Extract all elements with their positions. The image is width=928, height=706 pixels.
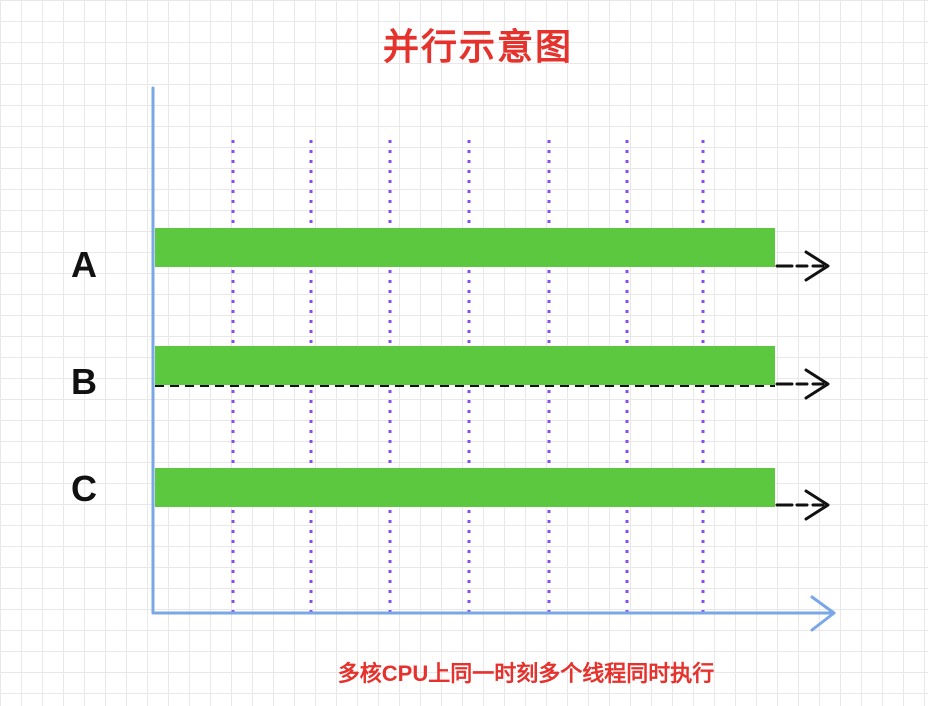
row-label-b: B: [71, 361, 97, 402]
thread-bar-a: [155, 228, 775, 267]
arrow-a-icon: [775, 250, 830, 282]
axes: [151, 86, 836, 632]
row-label-a: A: [71, 244, 97, 285]
arrow-c-icon: [775, 489, 830, 521]
row-label-c: C: [71, 468, 97, 509]
arrow-b-icon: [775, 368, 830, 400]
diagram-caption: 多核CPU上同一时刻多个线程同时执行: [337, 661, 715, 686]
diagram-title: 并行示意图: [382, 26, 573, 67]
thread-arrows: [775, 250, 830, 521]
x-axis-arrow-icon: [810, 595, 836, 632]
thread-bar-c: [155, 468, 775, 507]
thread-bar-b: [155, 346, 775, 385]
